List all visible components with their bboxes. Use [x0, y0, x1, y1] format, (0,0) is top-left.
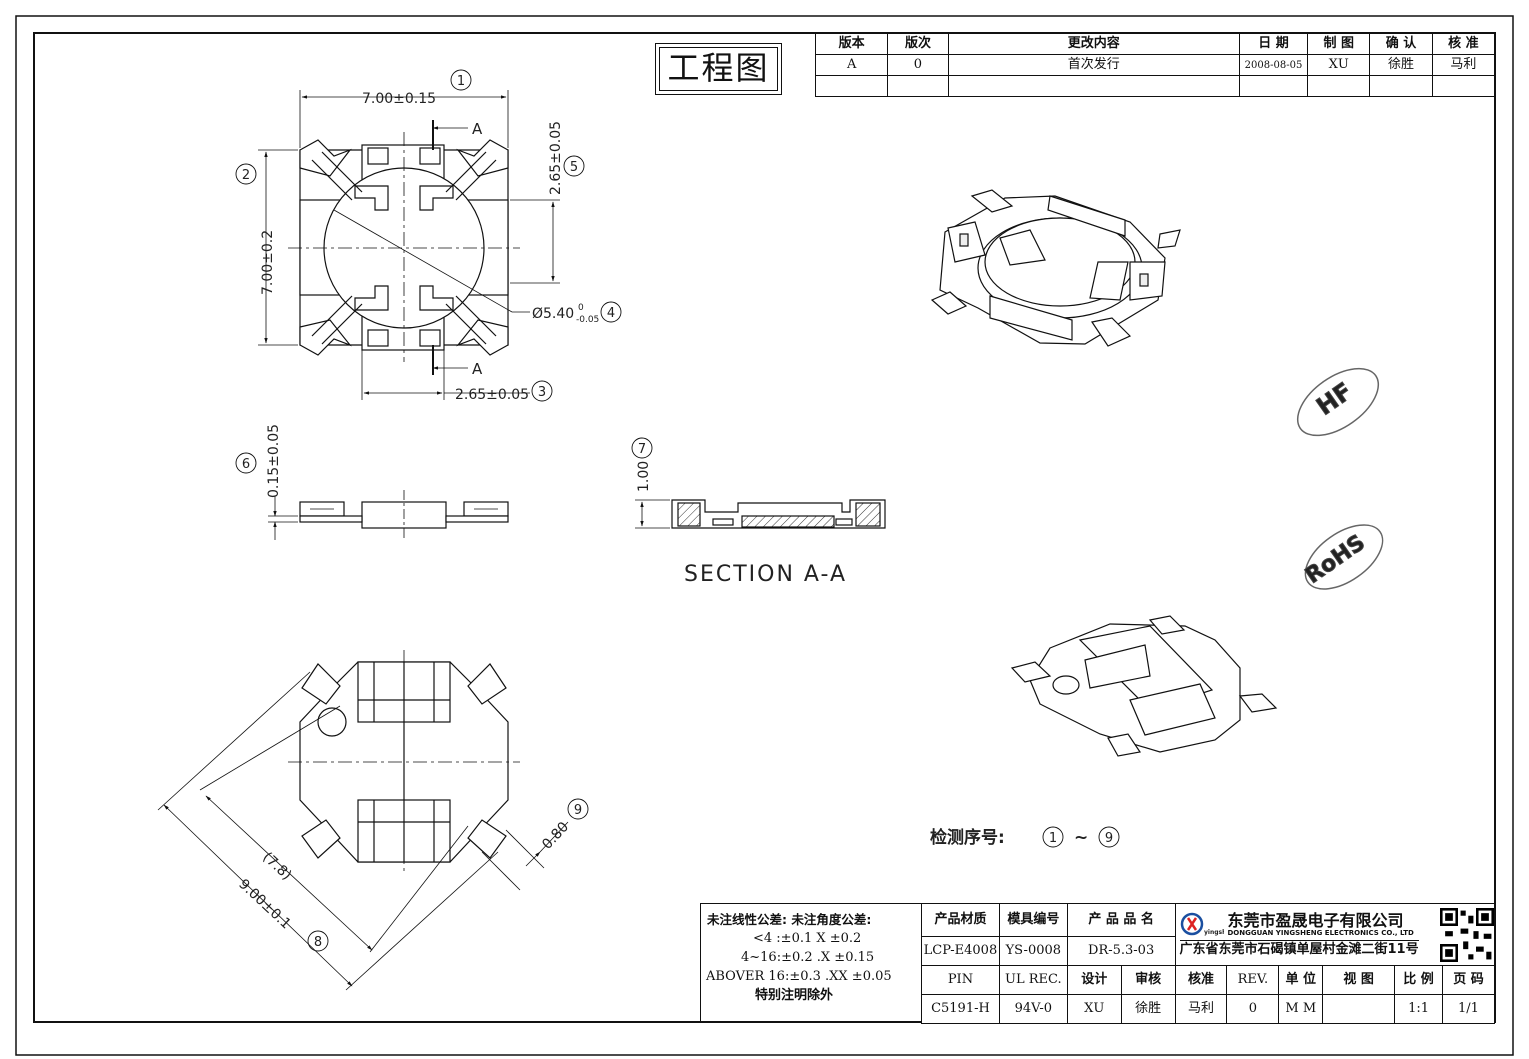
iso-view-bottom — [1010, 615, 1278, 757]
unit-value: M M — [1278, 994, 1324, 1024]
section-label: SECTION A-A — [684, 562, 847, 587]
dim-diameter: Ø5.40 — [532, 306, 574, 322]
svg-text:yingsheng: yingsheng — [1204, 929, 1224, 936]
qr-code-icon — [1440, 907, 1494, 962]
section-marker-top: A — [472, 120, 483, 138]
inspection-sep: ~ — [1074, 828, 1088, 848]
balloon-1: 1 — [457, 74, 465, 89]
tol-line-5: 特别注明除外 — [755, 988, 834, 1003]
ul-value: 94V-0 — [998, 994, 1068, 1024]
dim-diameter-tol-upper: 0 — [578, 303, 584, 313]
ul-header: UL REC. — [998, 965, 1068, 995]
hf-stamp-text: HF — [1311, 377, 1357, 421]
design-header: 设计 — [1066, 965, 1122, 995]
rev-header-approve: 核 准 — [1431, 33, 1496, 55]
tol-line-4: ABOVER 16:±0.3 .XX ±0.05 — [706, 969, 892, 984]
inner-frame — [33, 32, 1496, 1023]
dim-side-thickness: 0.15±0.05 — [266, 424, 282, 498]
rev-header-date: 日 期 — [1238, 33, 1309, 55]
rev-header-drawn: 制 图 — [1307, 33, 1371, 55]
outer-frame — [15, 15, 1514, 1056]
product-value: DR-5.3-03 — [1066, 936, 1176, 966]
dim-section-height: 1.00 — [636, 461, 652, 492]
balloon-7: 7 — [638, 442, 646, 457]
rev-date: 2008-08-05 — [1238, 54, 1309, 76]
rev-header-confirm: 确 认 — [1369, 33, 1433, 55]
material-value: LCP-E4008 — [921, 936, 1000, 966]
top-view-dimensions — [258, 90, 560, 400]
dim-tab-offset-h: 2.65±0.05 — [455, 387, 529, 403]
mold-header: 模具编号 — [998, 903, 1068, 937]
tol-line-1: 未注线性公差: 未注角度公差: — [707, 912, 872, 927]
page-header: 页 码 — [1442, 965, 1495, 995]
rev-confirm: 徐胜 — [1369, 54, 1433, 76]
page-value: 1/1 — [1442, 994, 1495, 1024]
company-name-cn: 东莞市盈晟电子有限公司 — [1227, 911, 1404, 931]
dim-diag-ref: (7.8) — [259, 849, 294, 883]
product-header: 产 品 品 名 — [1066, 903, 1176, 937]
title-block: 产品材质 模具编号 产 品 品 名 yingsheng 东莞市盈晟电子有限公司 … — [921, 903, 1495, 1024]
tol-line-3: 4~16:±0.2 .X ±0.15 — [741, 950, 875, 965]
dim-diameter-tol-lower: -0.05 — [576, 315, 599, 325]
drawing-title: 工程图 — [655, 43, 782, 95]
rev-num-value: 0 — [1226, 994, 1280, 1024]
view-value — [1322, 994, 1396, 1024]
company-logo-icon: yingsheng — [1180, 912, 1224, 936]
balloon-9: 9 — [574, 803, 582, 818]
inspection-from: 1 — [1049, 831, 1057, 846]
mold-value: YS-0008 — [998, 936, 1068, 966]
inspection-to: 9 — [1105, 831, 1113, 846]
section-marker-bottom: A — [472, 360, 483, 378]
balloon-3: 3 — [538, 385, 546, 400]
rev-approve: 马利 — [1431, 54, 1496, 76]
balloon-5: 5 — [570, 160, 578, 175]
dim-diag-overall: 9.00±0.1 — [235, 876, 294, 932]
view-header: 视 图 — [1322, 965, 1396, 995]
scale-header: 比 例 — [1394, 965, 1443, 995]
hf-stamp: HF — [1296, 367, 1380, 437]
rev-header-edition: 版次 — [887, 33, 949, 55]
pin-value: C5191-H — [921, 994, 1000, 1024]
rev-edition: 0 — [887, 54, 949, 76]
balloon-2: 2 — [242, 168, 250, 183]
approve-value: 马利 — [1174, 994, 1228, 1024]
design-value: XU — [1066, 994, 1122, 1024]
revision-table: 版本 版次 更改内容 日 期 制 图 确 认 核 准 A 0 首次发行 2008… — [814, 33, 1496, 97]
company-name-en: DONGGUAN YINGSHENG ELECTRONICS CO., LTD — [1227, 928, 1414, 937]
balloon-4: 4 — [607, 306, 615, 321]
scale-value: 1:1 — [1394, 994, 1443, 1024]
balloon-6: 6 — [242, 457, 250, 472]
review-value: 徐胜 — [1120, 994, 1176, 1024]
pin-header: PIN — [921, 965, 1000, 995]
section-view — [671, 499, 886, 529]
rohs-stamp: RoHS — [1301, 524, 1384, 590]
material-header: 产品材质 — [921, 903, 1000, 937]
iso-view-top — [930, 189, 1181, 347]
inspection-label: 检测序号: — [930, 827, 1005, 848]
rev-drawn: XU — [1307, 54, 1371, 76]
company-address: 广东省东莞市石碣镇单屋村金滩二街11号 — [1179, 939, 1419, 957]
rohs-stamp-text: RoHS — [1301, 530, 1370, 589]
dim-side-height: 7.00±0.2 — [260, 230, 276, 295]
rev-header-change: 更改内容 — [947, 33, 1240, 55]
side-view — [299, 490, 509, 540]
dim-diag-lead: 0.80 — [539, 819, 572, 853]
top-view — [288, 120, 530, 375]
balloon-8: 8 — [314, 935, 322, 950]
unit-header: 单 位 — [1278, 965, 1324, 995]
tolerance-notes: 未注线性公差: 未注角度公差: <4 :±0.1 X ±0.2 4~16:±0.… — [700, 903, 921, 1022]
rev-version: A — [814, 54, 889, 76]
dim-top-width: 7.00±0.15 — [362, 91, 436, 107]
dim-tab-offset-v: 2.65±0.05 — [548, 121, 564, 195]
review-header: 审核 — [1120, 965, 1176, 995]
rev-num-header: REV. — [1226, 965, 1280, 995]
rev-header-version: 版本 — [814, 33, 889, 55]
rev-change: 首次发行 — [947, 54, 1240, 76]
approve-header: 核准 — [1174, 965, 1228, 995]
bottom-view — [288, 650, 520, 875]
tol-line-2: <4 :±0.1 X ±0.2 — [753, 931, 862, 946]
company-block: yingsheng 东莞市盈晟电子有限公司 DONGGUAN YINGSHENG… — [1174, 903, 1495, 966]
